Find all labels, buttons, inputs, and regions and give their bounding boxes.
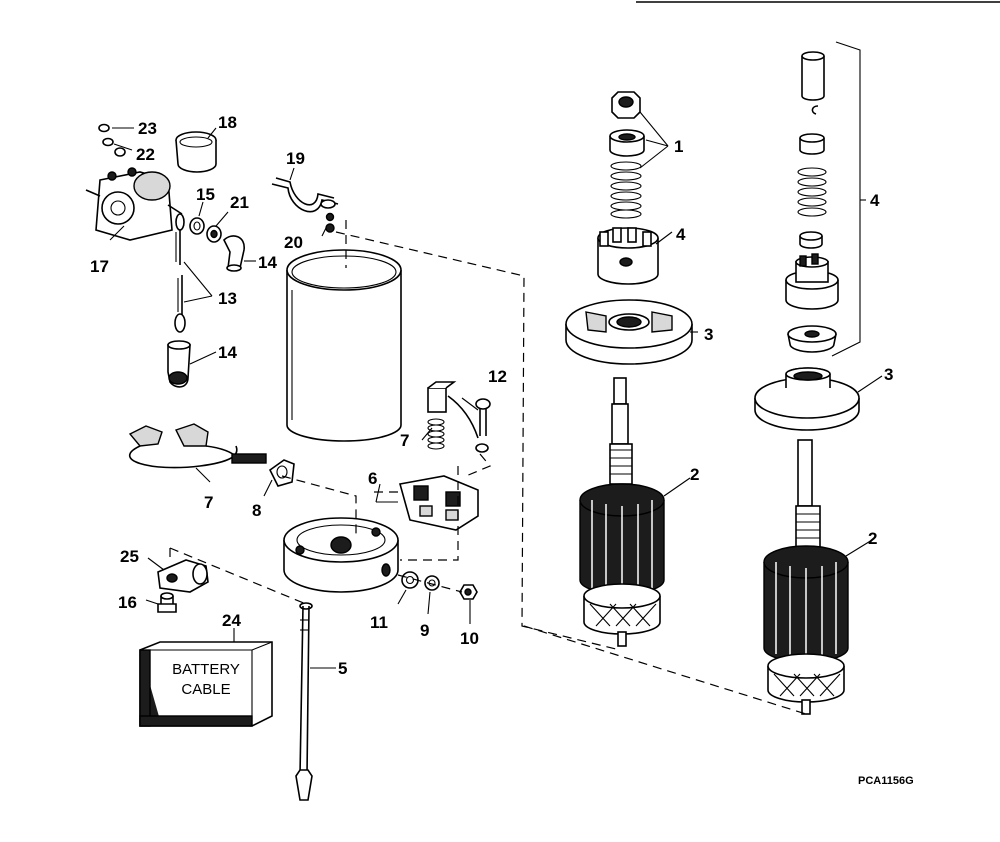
head-3-part — [565, 299, 693, 365]
battery-cable-box — [139, 641, 273, 727]
assembly-line — [465, 453, 491, 477]
assembly-line — [397, 574, 463, 593]
brush-spring-7-part — [427, 381, 489, 453]
boot-14-upper-part — [223, 235, 245, 272]
callout-15: 15 — [196, 185, 215, 204]
callout-7-left: 7 — [204, 493, 213, 512]
screw-16-part — [157, 592, 177, 613]
assembly-line — [281, 475, 357, 535]
assembly-line — [400, 466, 459, 561]
brush-lead-7-part — [128, 423, 267, 469]
boot-14-lower-part — [167, 340, 191, 388]
callout-17: 17 — [90, 257, 109, 276]
drive-assembly-4-part — [785, 51, 839, 353]
callout-14-lower: 14 — [218, 343, 237, 362]
nut-22-part — [102, 137, 126, 157]
callout-4-right: 4 — [870, 191, 880, 210]
callout-12: 12 — [488, 367, 507, 386]
callout-10: 10 — [460, 629, 479, 648]
armature-2b-part — [763, 439, 849, 715]
boot-18-part — [175, 131, 217, 173]
screw-20-part — [325, 212, 335, 233]
armature-2-part — [579, 377, 665, 647]
callout-18: 18 — [218, 113, 237, 132]
terminal-25-part — [157, 559, 209, 593]
callout-13: 13 — [218, 289, 237, 308]
callout-20: 20 — [284, 233, 303, 252]
callout-2-right: 2 — [868, 529, 877, 548]
callout-6: 6 — [368, 469, 377, 488]
callout-2-left: 2 — [690, 465, 699, 484]
callout-14-upper: 14 — [258, 253, 277, 272]
drive-gear-4-part — [597, 227, 659, 285]
solenoid-17-part — [85, 167, 183, 241]
callout-23: 23 — [138, 119, 157, 138]
cable-13-part — [174, 213, 186, 333]
callout-25: 25 — [120, 547, 139, 566]
callout-24: 24 — [222, 611, 241, 630]
thru-bolt-5-part — [295, 602, 313, 801]
figure-code: PCA1156G — [858, 775, 914, 787]
callout-22: 22 — [136, 145, 155, 164]
battery-cable-label-line1: BATTERY — [172, 661, 240, 678]
callout-4-left: 4 — [676, 225, 686, 244]
assembly-line — [335, 231, 621, 651]
callout-11: 11 — [370, 613, 388, 632]
callout-5: 5 — [338, 659, 347, 678]
assembly-line — [169, 547, 307, 605]
insulator-8-part — [268, 459, 295, 487]
washer-15-part — [189, 217, 205, 235]
clamp-19-part — [271, 177, 339, 213]
assembly-line — [523, 625, 807, 715]
nut-10-part — [459, 584, 478, 600]
callout-21: 21 — [230, 193, 249, 212]
callout-19: 19 — [286, 149, 305, 168]
head-3b-part — [754, 367, 860, 431]
callout-1: 1 — [674, 137, 683, 156]
callout-7-right: 7 — [400, 431, 409, 450]
end-cap-part — [283, 517, 399, 593]
group-bracket-4 — [831, 41, 861, 357]
screw-12-part — [475, 398, 491, 436]
callout-3-right: 3 — [884, 365, 893, 384]
callout-16: 16 — [118, 593, 137, 612]
nut-21-part — [206, 225, 222, 243]
starter-frame-part — [286, 249, 402, 442]
washer-23-part — [98, 123, 110, 133]
callout-8: 8 — [252, 501, 261, 520]
battery-cable-label-line2: CABLE — [181, 681, 230, 698]
pinion-hardware-1-part — [609, 91, 645, 219]
callout-3-left: 3 — [704, 325, 713, 344]
callout-9: 9 — [420, 621, 429, 640]
leader-lines — [109, 111, 883, 669]
brush-plate-6-part — [398, 475, 479, 531]
